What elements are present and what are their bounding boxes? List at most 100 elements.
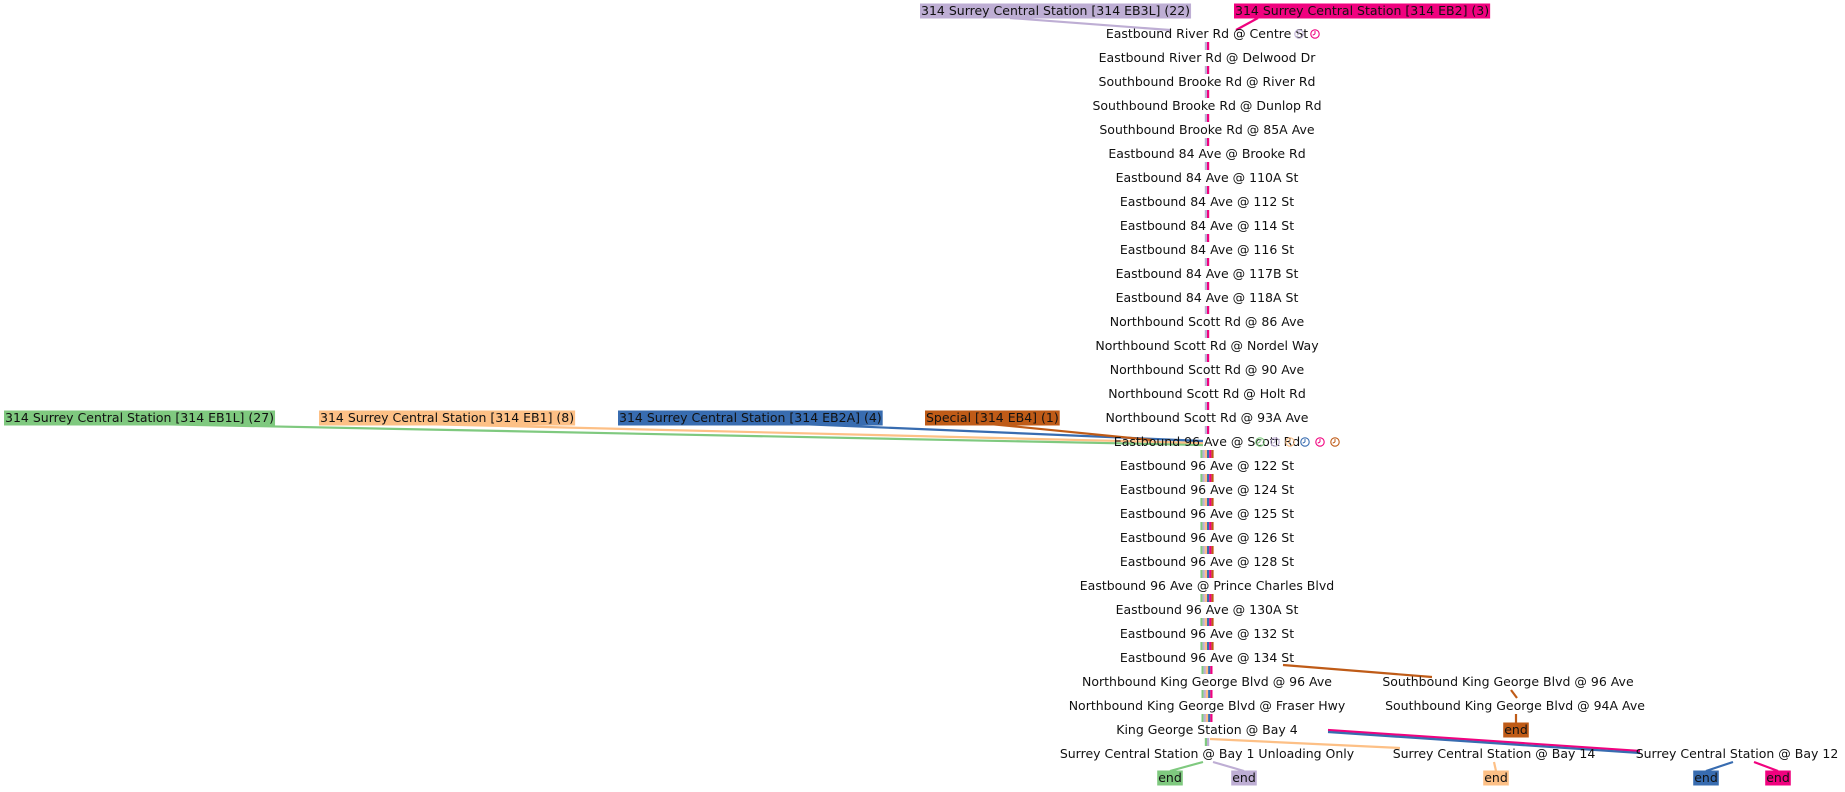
trunk-segment [1200, 570, 1203, 578]
end-marker-eb1-box [1483, 770, 1509, 786]
stop-label: Eastbound 96 Ave @ 132 St [1120, 626, 1294, 641]
route-header-eb2-box [1234, 3, 1491, 19]
trunk-segment [1207, 210, 1210, 218]
trunk-segment [1207, 186, 1210, 194]
trunk-segment [1204, 354, 1207, 362]
clock-icon [1330, 437, 1340, 447]
stop-label: Eastbound 84 Ave @ 110A St [1116, 170, 1299, 185]
stop-label: Eastbound 96 Ave @ Prince Charles Blvd [1080, 578, 1334, 593]
route-header-eb4-text: Special [314 EB4] (1) [926, 410, 1059, 425]
trunk-segment [1204, 138, 1207, 146]
trunk-segment [1200, 618, 1203, 626]
stop-label: Eastbound 96 Ave @ 126 St [1120, 530, 1294, 545]
end-marker-eb2a-text: end [1694, 770, 1718, 785]
stop-label: Northbound Scott Rd @ Nordel Way [1095, 338, 1319, 353]
branch-stop-label: Surrey Central Station @ Bay 14 [1393, 746, 1596, 761]
trunk-segment [1204, 594, 1207, 602]
route-line-eb2a-branch [1327, 730, 1641, 755]
end-connector-eb1 [1492, 761, 1498, 772]
trunk-segment [1208, 714, 1211, 722]
trunk-segment [1204, 450, 1207, 458]
trunk-segment [1204, 282, 1207, 290]
trunk-segment [1207, 594, 1210, 602]
trunk-segment [1209, 570, 1212, 578]
route-header-eb1-text: 314 Surrey Central Station [314 EB1] (8) [320, 410, 574, 425]
trunk-segment [1209, 642, 1212, 650]
route-line-eb3l [1009, 16, 1171, 32]
end-connector-eb3l [1212, 760, 1245, 773]
stop-label: Eastbound 84 Ave @ 114 St [1120, 218, 1294, 233]
clock-icon [1294, 29, 1304, 39]
trunk-segment [1202, 594, 1205, 602]
clock-icons [1255, 29, 1340, 447]
trunk-segment [1204, 570, 1207, 578]
trunk-segment [1211, 522, 1214, 530]
route-header-eb3l-text: 314 Surrey Central Station [314 EB3L] (2… [921, 3, 1190, 18]
stop-label: Eastbound 96 Ave @ 125 St [1120, 506, 1294, 521]
trunk-segment [1204, 546, 1207, 554]
stop-label: Eastbound 96 Ave @ 134 St [1120, 650, 1294, 665]
trunk-segment [1204, 738, 1207, 746]
trunk-segment [1207, 354, 1210, 362]
trunk-segment [1202, 570, 1205, 578]
route-lines [149, 16, 1779, 773]
end-marker-eb2a: end [1693, 770, 1719, 786]
stop-label: Southbound Brooke Rd @ Dunlop Rd [1092, 98, 1321, 113]
trunk-segment [1211, 594, 1214, 602]
trunk-segment [1204, 186, 1207, 194]
trunk-segment [1207, 498, 1210, 506]
trunk-segment [1207, 738, 1210, 746]
end-marker-eb1-text: end [1484, 770, 1508, 785]
trunk-segment [1207, 306, 1210, 314]
trunk-segment [1204, 498, 1207, 506]
trunk-segment [1211, 642, 1214, 650]
trunk-segment [1201, 690, 1204, 698]
trunk-segment [1211, 618, 1214, 626]
end-connector-eb1l [1169, 760, 1204, 773]
route-headers: 314 Surrey Central Station [314 EB1L] (2… [4, 3, 1791, 786]
trunk-segment [1207, 162, 1210, 170]
route-line-eb2 [1235, 17, 1259, 31]
trunk-segment [1209, 594, 1212, 602]
trunk-segment [1200, 498, 1203, 506]
route-header-eb3l: 314 Surrey Central Station [314 EB3L] (2… [920, 3, 1192, 19]
route-header-eb1l: 314 Surrey Central Station [314 EB1L] (2… [4, 410, 276, 426]
stop-label: Southbound Brooke Rd @ 85A Ave [1099, 122, 1315, 137]
trunk-segment [1210, 714, 1213, 722]
trunk-segment [1205, 666, 1209, 674]
route-line-eb1-branch [1209, 737, 1401, 750]
trunk-segment [1204, 378, 1207, 386]
route-line-eb2-branch [1327, 728, 1641, 753]
clock-icon [1300, 437, 1310, 447]
branch-stop-label: Surrey Central Station @ Bay 12 [1636, 746, 1839, 761]
trunk-segment [1209, 474, 1212, 482]
clock-icon [1270, 437, 1280, 447]
trunk-segment [1200, 594, 1203, 602]
route-header-eb2a-text: 314 Surrey Central Station [314 EB2A] (4… [619, 410, 882, 425]
trunk-segment [1207, 522, 1210, 530]
route-line-eb4 [989, 422, 1153, 442]
trunk-segment [1207, 570, 1210, 578]
clock-icon [1310, 29, 1320, 39]
trunk-segment [1200, 642, 1203, 650]
trunk-segment [1203, 666, 1206, 674]
trunk-segment [1211, 546, 1214, 554]
route-header-eb2: 314 Surrey Central Station [314 EB2] (3) [1234, 3, 1491, 19]
end-marker-eb2-box [1765, 770, 1791, 786]
trunk-segment [1207, 642, 1210, 650]
stop-labels: Eastbound River Rd @ Centre StEastbound … [1060, 26, 1838, 761]
route-header-eb2a: 314 Surrey Central Station [314 EB2A] (4… [618, 410, 883, 426]
end-connector-eb2a [1705, 760, 1734, 773]
stop-label: Eastbound 96 Ave @ Scott Rd [1114, 434, 1300, 449]
stop-label: Eastbound 84 Ave @ 112 St [1120, 194, 1294, 209]
trunk-segment [1200, 474, 1203, 482]
trunk-segment [1207, 426, 1210, 434]
end-marker-eb1l: end [1157, 770, 1183, 786]
trunk-segment [1211, 474, 1214, 482]
trunk-segment [1207, 450, 1210, 458]
trunk-segment [1202, 642, 1205, 650]
stop-label: Southbound Brooke Rd @ River Rd [1099, 74, 1316, 89]
branch-stop-label: Southbound King George Blvd @ 96 Ave [1382, 674, 1634, 689]
trunk-segment [1207, 234, 1210, 242]
